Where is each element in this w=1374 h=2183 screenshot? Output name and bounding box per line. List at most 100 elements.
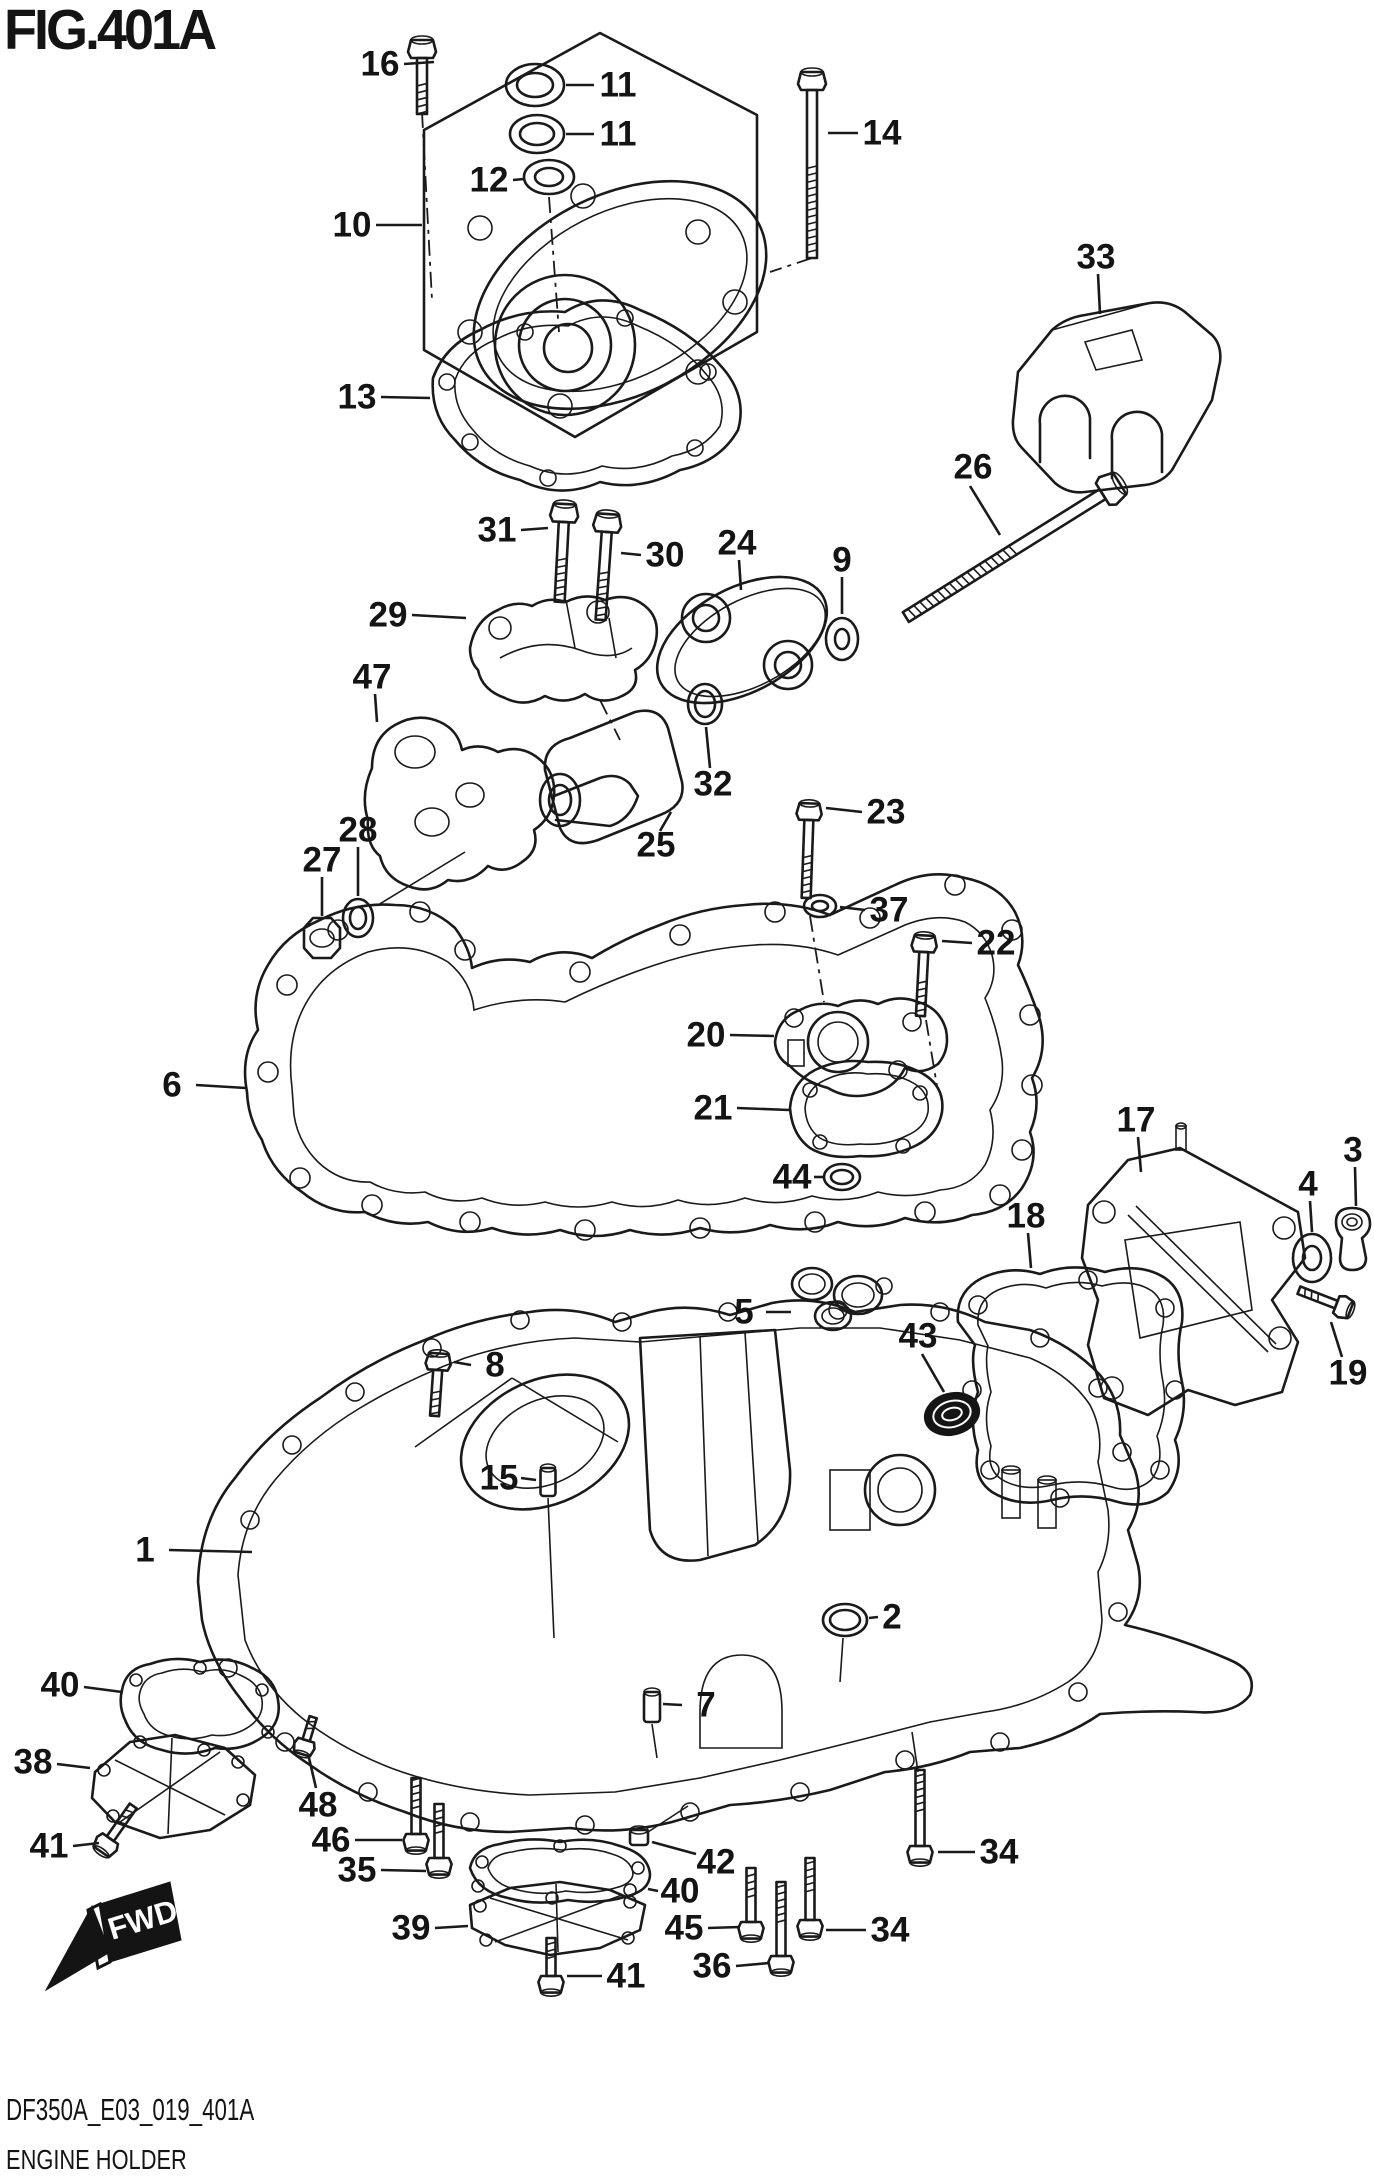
bolt-hole: [802, 1082, 818, 1098]
leader-4: [1308, 1200, 1314, 1233]
bolt-glyph: [910, 930, 938, 1018]
bolt-hole: [438, 373, 456, 391]
leader-17: [1136, 1136, 1143, 1173]
part-11-seal-upper: [504, 62, 566, 108]
callout-13: 13: [338, 378, 377, 417]
bolt-hole: [944, 874, 966, 896]
bolt-hole: [236, 1793, 250, 1807]
callout-16: 16: [361, 45, 400, 84]
bolt-hole: [623, 1895, 637, 1909]
leader-2: [868, 1615, 879, 1620]
bolt-hole: [968, 1295, 988, 1315]
bolt-hole: [454, 939, 476, 961]
bolt-hole: [193, 1661, 207, 1675]
bolt-hole: [510, 1310, 530, 1330]
callout-11: 11: [600, 66, 637, 105]
bolt-hole: [231, 1755, 245, 1769]
leader-32: [704, 726, 712, 769]
leader-30: [620, 551, 642, 557]
part-17-bracket: [1080, 1122, 1307, 1417]
callout-26: 26: [954, 448, 993, 487]
part-42-bushing: [628, 1825, 650, 1847]
leader-13: [380, 395, 431, 400]
part-44-oring: [822, 1162, 862, 1192]
bolt-hole: [460, 1812, 480, 1832]
leader-7: [662, 1702, 683, 1707]
leader-26: [968, 485, 1002, 536]
callout-42: 42: [697, 1843, 736, 1882]
bolt-hole: [261, 1725, 275, 1739]
bolt-hole: [1011, 1139, 1033, 1161]
callout-41: 41: [607, 1957, 646, 1996]
callout-47: 47: [353, 658, 392, 697]
callout-29: 29: [369, 596, 408, 635]
bolt-glyph: [591, 509, 623, 622]
bolt-glyph: [537, 1936, 565, 1997]
callout-33: 33: [1077, 238, 1116, 277]
part-11-seal-lower: [508, 113, 566, 155]
leader-6: [195, 1083, 247, 1090]
callout-41: 41: [30, 1827, 69, 1866]
leader-42: [651, 1840, 697, 1856]
bolt-hole: [289, 1167, 311, 1189]
callout-4: 4: [1298, 1165, 1318, 1204]
part-18-gasket: [956, 1266, 1186, 1506]
bolt-glyph: [548, 499, 580, 604]
bolt-glyph: [796, 67, 828, 260]
leader-15: [520, 1476, 537, 1482]
bolt-hole: [980, 1460, 1000, 1480]
bolt-hole: [97, 1763, 111, 1777]
pin-15-line: [547, 1497, 555, 1639]
figure-footer: DF350A_E03_019_401A ENGINE HOLDER: [6, 2092, 351, 2176]
leader-38: [56, 1762, 91, 1770]
callout-31: 31: [478, 511, 517, 550]
part-2-oring: [821, 1602, 869, 1683]
part-32-ring: [686, 682, 724, 726]
callout-46: 46: [312, 1821, 351, 1860]
bolt-hole: [718, 1302, 738, 1322]
callout-18: 18: [1007, 1197, 1046, 1236]
bolt-glyph: [737, 1866, 765, 1943]
bolt-hole: [895, 1750, 915, 1770]
bolt-glyph: [767, 1880, 795, 1977]
bolt-hole: [471, 1879, 485, 1893]
part-25-bushing: [538, 699, 684, 845]
callout-3: 3: [1343, 1131, 1362, 1170]
bolt-hole: [1019, 1004, 1041, 1026]
callout-5: 5: [734, 1293, 753, 1332]
bolt-hole: [790, 1782, 810, 1802]
bolt-glyph: [796, 1856, 824, 1941]
callout-2: 2: [882, 1598, 901, 1637]
part-20-bracket: [773, 997, 949, 1098]
bolt-hole: [1050, 1488, 1070, 1508]
leader-24: [737, 559, 743, 591]
bolt-8-line-b: [511, 1377, 619, 1443]
leader-21: [736, 1106, 790, 1112]
leader-48: [307, 1757, 318, 1789]
callout-30: 30: [646, 536, 685, 575]
bolt-glyph: [1296, 1285, 1356, 1320]
bolt-hole: [574, 1219, 596, 1241]
bolt-hole: [358, 1782, 378, 1802]
bolt-hole: [699, 363, 717, 381]
bolt-hole: [1078, 1270, 1098, 1290]
bolt-hole: [422, 1338, 442, 1358]
callout-44: 44: [773, 1158, 812, 1197]
bolt-hole: [828, 1300, 848, 1320]
callout-17: 17: [1117, 1101, 1156, 1140]
bolt-hole: [257, 1061, 279, 1083]
bolt-hole: [1068, 1682, 1088, 1702]
part-5-gasket: [790, 1266, 893, 1332]
callout-34: 34: [871, 1911, 910, 1950]
callout-36: 36: [693, 1947, 732, 1986]
callout-27: 27: [303, 841, 342, 880]
part-40-gasket-bottom: [468, 1838, 652, 1904]
part-6-gasket: [243, 873, 1044, 1238]
bolt-hole: [669, 924, 691, 946]
bolt-34-line: [911, 1731, 919, 1773]
bolt-hole: [631, 1861, 645, 1875]
callout-14: 14: [863, 114, 902, 153]
bolt-glyph: [425, 1802, 453, 1879]
bolt-hole: [345, 1382, 365, 1402]
bolt-hole: [616, 309, 634, 327]
